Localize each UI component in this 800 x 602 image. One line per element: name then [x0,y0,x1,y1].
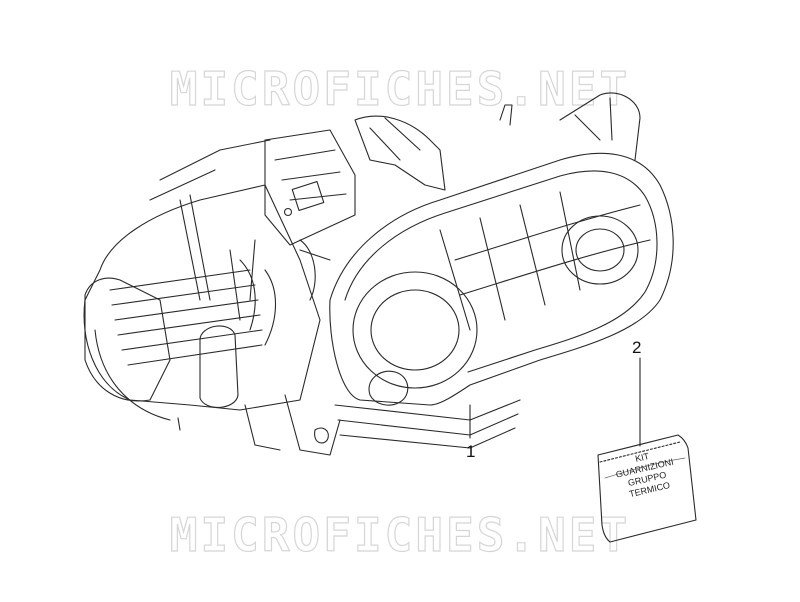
watermark-top: MICROFICHES.NET [169,61,631,116]
variator-hub [575,228,625,272]
exhaust-stub [368,370,409,406]
cylinder-fins [109,269,263,366]
head-cover [84,277,171,402]
gasket-kit-bag[interactable] [597,434,697,543]
clutch-inner [370,289,460,371]
cylinder-block [83,184,321,411]
transmission-cover [329,152,674,406]
cover-rim [344,170,658,373]
frame-rails [149,139,331,321]
bag-crease [604,457,686,479]
clutch-cover [352,271,478,389]
bag-seal [599,441,681,463]
callout-engine: 1 [466,442,476,461]
coolant-reservoir [199,325,239,408]
lower-brackets [244,394,341,456]
bag-outline [597,434,697,543]
rear-mount [499,92,641,161]
engine-assembly[interactable] [83,92,674,456]
ecu-connector [291,180,325,212]
hoses [239,239,316,346]
sump-rails [334,399,521,449]
variator-cover [561,215,639,285]
intake-duct [354,115,446,191]
cover-ribs [439,191,651,331]
watermark-bottom: MICROFICHES.NET [169,507,631,562]
ecu-screw [283,207,293,217]
callout-kit: 2 [632,338,642,357]
throttle-body [264,129,356,246]
spark-plug-wire [94,329,181,431]
